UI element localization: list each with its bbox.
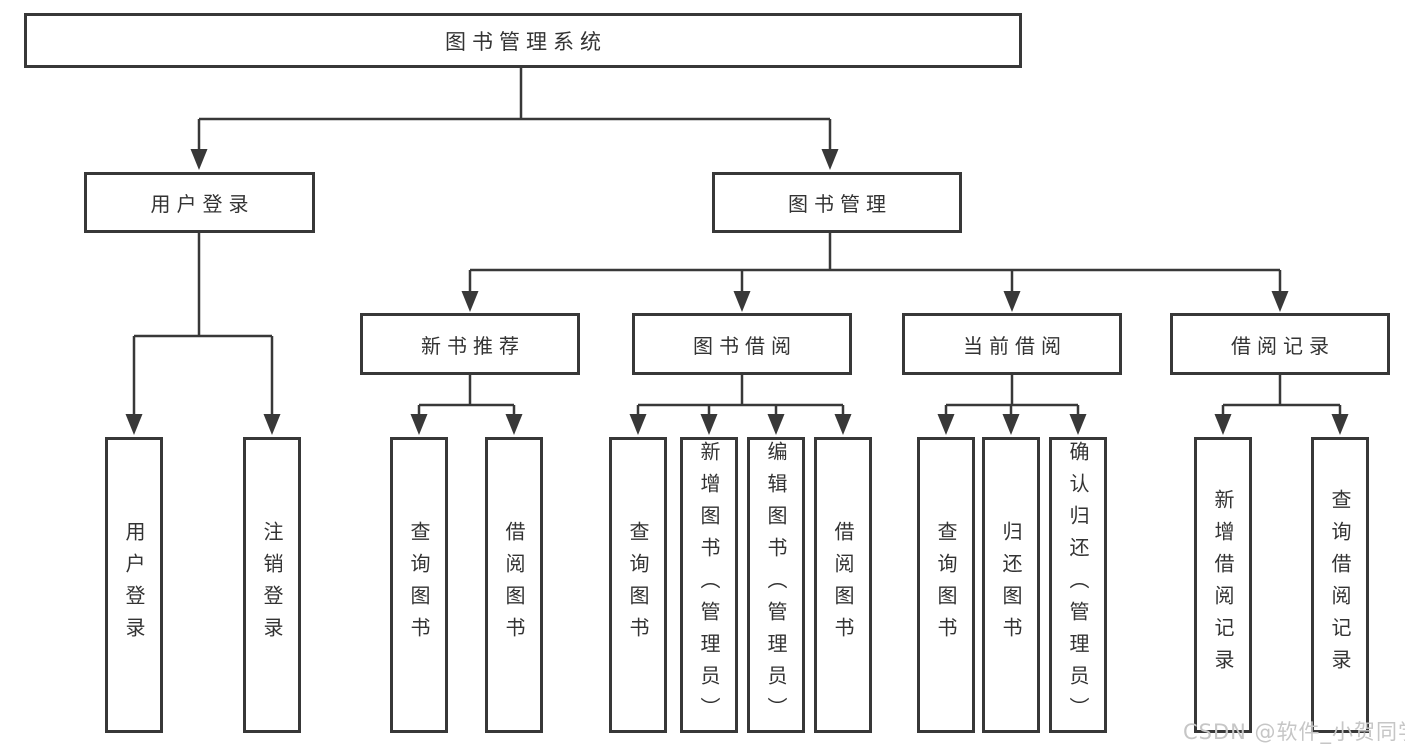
node-user-login: 用户登录 — [84, 172, 315, 233]
arrowhead — [937, 414, 955, 435]
leaf-query-borrow-record: 查询借阅记录 — [1311, 437, 1369, 733]
connector-path — [132, 68, 1342, 418]
arrowhead — [629, 414, 647, 435]
arrowhead — [410, 414, 428, 435]
arrowhead — [821, 149, 839, 170]
leaf-label: 借阅图书 — [502, 521, 526, 649]
leaf-logout: 注销登录 — [243, 437, 301, 733]
arrowhead — [263, 414, 281, 435]
leaf-label: 借阅图书 — [831, 521, 855, 649]
arrowhead — [1002, 414, 1020, 435]
leaf-label: 归还图书 — [999, 521, 1023, 649]
node-new-book-recommend: 新书推荐 — [360, 313, 580, 375]
arrowhead — [767, 414, 785, 435]
leaf-query-books-current: 查询图书 — [917, 437, 975, 733]
leaf-query-books-borrow: 查询图书 — [609, 437, 667, 733]
leaf-label: 查询图书 — [407, 521, 431, 649]
leaf-borrow-books-recommend: 借阅图书 — [485, 437, 543, 733]
arrowhead — [1069, 414, 1087, 435]
arrowhead — [125, 414, 143, 435]
node-library-system: 图书管理系统 — [24, 13, 1022, 68]
leaf-label: 注销登录 — [260, 521, 284, 649]
leaf-return-book: 归还图书 — [982, 437, 1040, 733]
leaf-label: 编辑图书（管理员） — [764, 441, 788, 729]
arrowhead — [1003, 291, 1021, 312]
leaf-label: 新增图书（管理员） — [697, 441, 721, 729]
leaf-add-borrow-record: 新增借阅记录 — [1194, 437, 1252, 733]
node-book-borrowing: 图书借阅 — [632, 313, 852, 375]
leaf-label: 新增借阅记录 — [1211, 489, 1235, 681]
leaf-borrow-books: 借阅图书 — [814, 437, 872, 733]
arrowhead — [834, 414, 852, 435]
arrowhead — [1271, 291, 1289, 312]
arrowhead — [505, 414, 523, 435]
arrowhead — [1214, 414, 1232, 435]
arrowhead — [700, 414, 718, 435]
leaf-query-books-recommend: 查询图书 — [390, 437, 448, 733]
leaf-label: 查询图书 — [626, 521, 650, 649]
leaf-add-book-admin: 新增图书（管理员） — [680, 437, 738, 733]
arrowheads — [125, 149, 1349, 435]
leaf-user-login: 用户登录 — [105, 437, 163, 733]
node-borrow-records: 借阅记录 — [1170, 313, 1390, 375]
arrowhead — [733, 291, 751, 312]
leaf-confirm-return-admin: 确认归还（管理员） — [1049, 437, 1107, 733]
leaf-label: 确认归还（管理员） — [1066, 441, 1090, 729]
node-book-management: 图书管理 — [712, 172, 962, 233]
arrowhead — [190, 149, 208, 170]
leaf-edit-book-admin: 编辑图书（管理员） — [747, 437, 805, 733]
leaf-label: 查询借阅记录 — [1328, 489, 1352, 681]
leaf-label: 用户登录 — [122, 521, 146, 649]
csdn-watermark: CSDN @软件_小贺同学 — [1183, 720, 1405, 744]
leaf-label: 查询图书 — [934, 521, 958, 649]
node-current-borrowing: 当前借阅 — [902, 313, 1122, 375]
arrowhead — [461, 291, 479, 312]
arrowhead — [1331, 414, 1349, 435]
